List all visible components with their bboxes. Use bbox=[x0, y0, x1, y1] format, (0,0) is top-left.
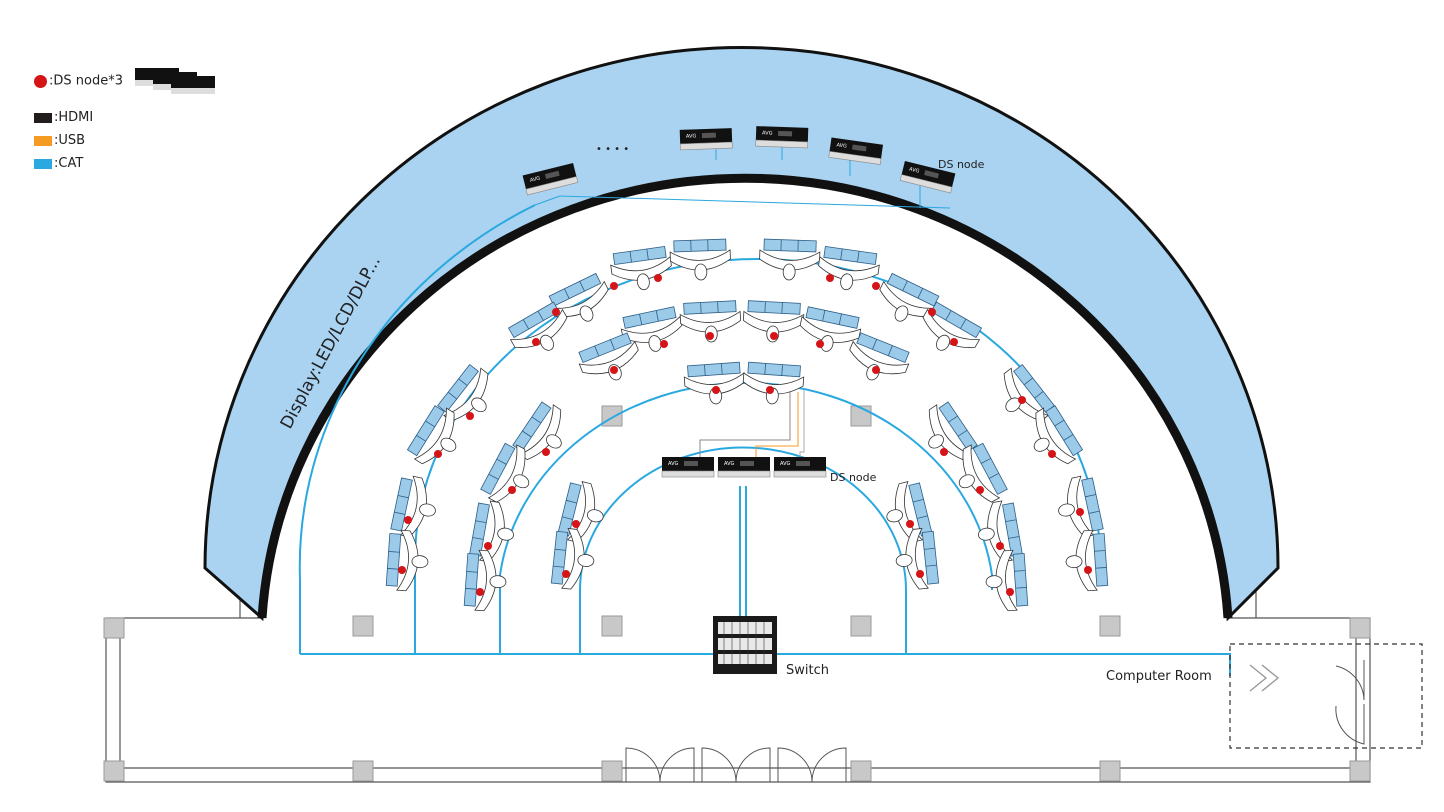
legend-ds-node-label: :DS node*3 bbox=[49, 73, 123, 89]
ds-node-markers bbox=[398, 274, 1092, 596]
legend-cat: :CAT bbox=[34, 156, 83, 171]
legend-usb: :USB bbox=[34, 133, 85, 148]
legend-ds-node: :DS node*3 bbox=[34, 66, 231, 96]
red-dot-icon bbox=[34, 74, 47, 88]
ds-node-center-label: DS node bbox=[830, 471, 877, 484]
computer-room-label: Computer Room bbox=[1106, 669, 1212, 684]
hdmi-swatch bbox=[34, 112, 52, 123]
ellipsis-label: • • • • bbox=[596, 144, 629, 155]
legend-hdmi: :HDMI bbox=[34, 110, 93, 125]
legend-hdmi-label: :HDMI bbox=[54, 110, 94, 125]
door-icon[interactable] bbox=[625, 747, 847, 783]
chevron-right-icon bbox=[1249, 664, 1280, 692]
display-wall bbox=[203, 46, 1280, 622]
legend-usb-label: :USB bbox=[54, 133, 86, 148]
ds-node-top-label: DS node bbox=[938, 158, 985, 171]
network-switch-icon[interactable] bbox=[713, 616, 777, 674]
switch-label: Switch bbox=[786, 663, 829, 678]
usb-swatch bbox=[34, 135, 52, 146]
cat-swatch bbox=[34, 158, 52, 169]
kvm-extender-icon bbox=[135, 68, 216, 94]
computer-room bbox=[1229, 643, 1423, 749]
legend-cat-label: :CAT bbox=[54, 156, 84, 171]
ds-node-center-devices[interactable] bbox=[661, 456, 827, 478]
